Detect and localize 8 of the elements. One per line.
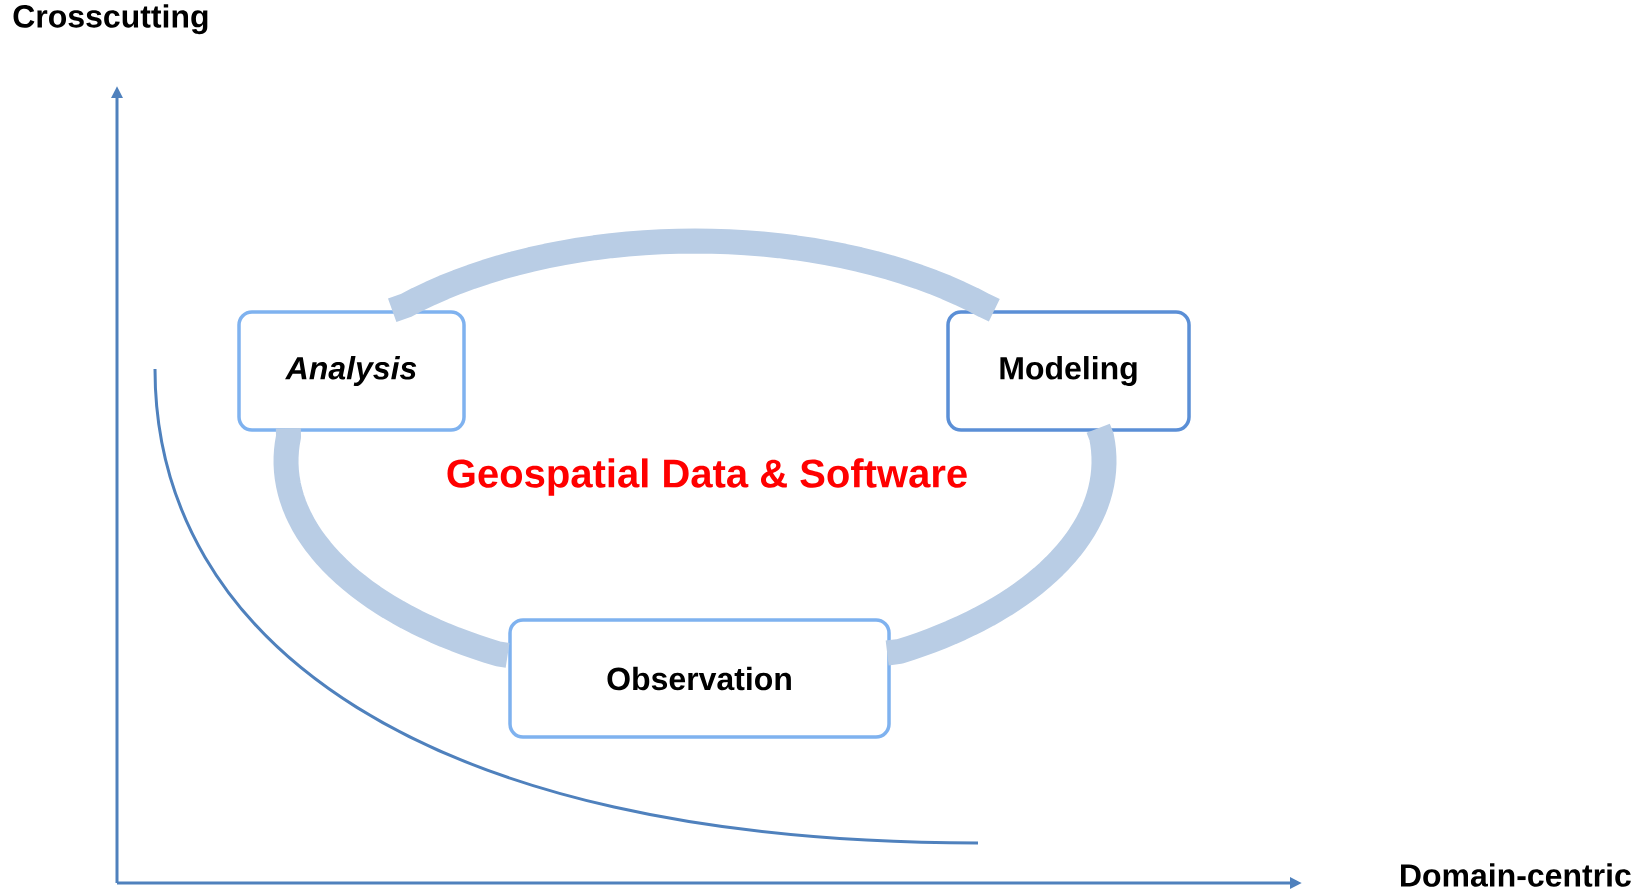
ring-segment — [387, 228, 1000, 323]
process-box: Observation — [508, 618, 891, 739]
center-label: Geospatial Data & Software — [447, 458, 967, 496]
ring-segment — [885, 423, 1117, 666]
axis-label: Domain-centric — [1401, 863, 1631, 887]
process-box: Analysis — [237, 310, 466, 432]
process-box: Modeling — [946, 310, 1191, 432]
axis-label: Crosscutting — [13, 4, 208, 35]
